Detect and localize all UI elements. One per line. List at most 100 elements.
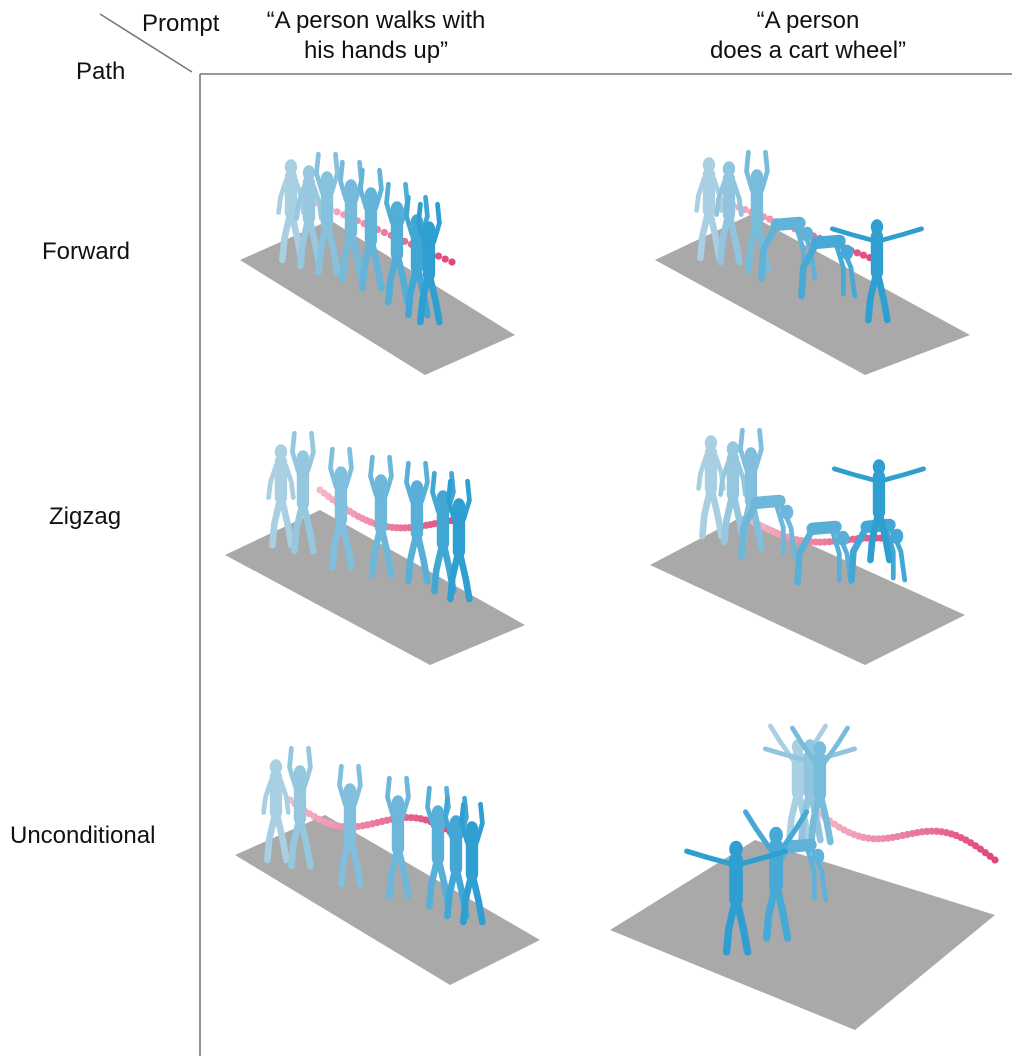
figure-arm [459, 801, 470, 845]
human-figure [744, 149, 771, 274]
figure-leg [273, 811, 290, 864]
figure-leg [817, 793, 834, 846]
figure-head [334, 466, 348, 482]
column-title-walk: “A person walks with his hands up” [186, 6, 566, 66]
figure-arm [431, 201, 442, 245]
human-figure [287, 745, 314, 870]
figure-head [320, 171, 334, 187]
path-point [333, 208, 341, 216]
figure-leg [758, 221, 781, 282]
figure-arm [400, 775, 411, 819]
human-figure [328, 446, 355, 571]
figure-head [436, 490, 450, 506]
figure-leg [324, 223, 341, 276]
figure-leg [288, 817, 303, 870]
floor-plane [225, 510, 525, 665]
figure-arm [419, 460, 430, 504]
figure-arm [714, 179, 727, 217]
motion-panel-walk-forward [240, 151, 515, 375]
figure-arm [404, 194, 415, 238]
path-point [853, 249, 861, 257]
figure-arm [461, 478, 472, 522]
figure-leg [426, 857, 441, 910]
figure-arm [744, 149, 755, 193]
column-title-cartwheel-line2: does a cart wheel” [709, 37, 907, 64]
figure-leg [338, 835, 353, 888]
figure-arm [831, 466, 877, 483]
human-figure [404, 460, 431, 585]
figure-arm [338, 159, 349, 203]
figure-leg [414, 532, 431, 585]
figure-head [391, 795, 405, 811]
figure-arm [735, 459, 748, 497]
figure-head [813, 741, 827, 757]
figure-arm [287, 745, 298, 789]
human-figure [684, 840, 789, 956]
figure-leg [297, 217, 312, 270]
floor-plane [655, 215, 970, 375]
figure-leg [431, 542, 446, 595]
human-figure [290, 430, 317, 555]
figure-head [870, 219, 884, 235]
figure-head [780, 504, 794, 520]
path-point [859, 251, 868, 259]
figure-leg [699, 487, 714, 540]
figure-arm [343, 446, 354, 490]
figure-arm [829, 526, 842, 583]
figure-head [293, 765, 307, 781]
figure-head [704, 435, 718, 451]
figure-head [452, 498, 466, 514]
figure-leg [794, 525, 817, 586]
figure-arm [694, 175, 707, 213]
figure-leg [385, 253, 400, 306]
figure-leg [378, 526, 395, 579]
figure-arm [778, 809, 810, 853]
figure-arm [738, 427, 749, 471]
figure-leg [722, 897, 739, 956]
figure-leg [745, 221, 760, 274]
figure-arm [305, 430, 316, 474]
figure-leg [359, 239, 374, 292]
row-label-zigzag: Zigzag [49, 503, 122, 530]
figure-leg [456, 550, 473, 603]
figure-head [269, 759, 283, 775]
figure-arm [762, 746, 808, 763]
figure-arm [696, 453, 709, 491]
figure-leg [279, 211, 294, 264]
figure-leg [369, 526, 384, 579]
human-figure [266, 444, 296, 549]
figure-head [374, 474, 388, 490]
figure-arm [822, 725, 850, 765]
figure-leg [876, 511, 893, 564]
figure-head [296, 450, 310, 466]
figure-arm [833, 240, 846, 297]
path-point [441, 255, 449, 263]
figure-arm [446, 478, 457, 522]
figure-arm [829, 226, 875, 243]
motion-panel-walk-zigzag [225, 430, 525, 665]
figure-leg [405, 532, 420, 585]
figure-arm [759, 149, 770, 193]
figure-head [449, 815, 463, 831]
figure-arm [883, 524, 896, 581]
figure-leg [721, 493, 736, 546]
figure-arm [368, 454, 379, 498]
path-label: Path [76, 58, 126, 85]
human-figure [829, 219, 924, 324]
figure-leg [848, 523, 871, 584]
figure-head [284, 159, 298, 175]
figure-head [422, 221, 436, 237]
figure-arm [430, 470, 441, 514]
motion-panel-cartwheel-zigzag [650, 427, 965, 665]
figure-leg [417, 273, 432, 326]
figure-head [431, 805, 445, 821]
figure-leg [773, 883, 792, 942]
figure-head [274, 444, 288, 460]
human-figure [446, 478, 473, 603]
path-point [991, 856, 999, 864]
figure-head [729, 840, 743, 858]
figure-leg [444, 867, 459, 920]
human-figure [790, 725, 850, 846]
figure-leg [395, 847, 412, 900]
